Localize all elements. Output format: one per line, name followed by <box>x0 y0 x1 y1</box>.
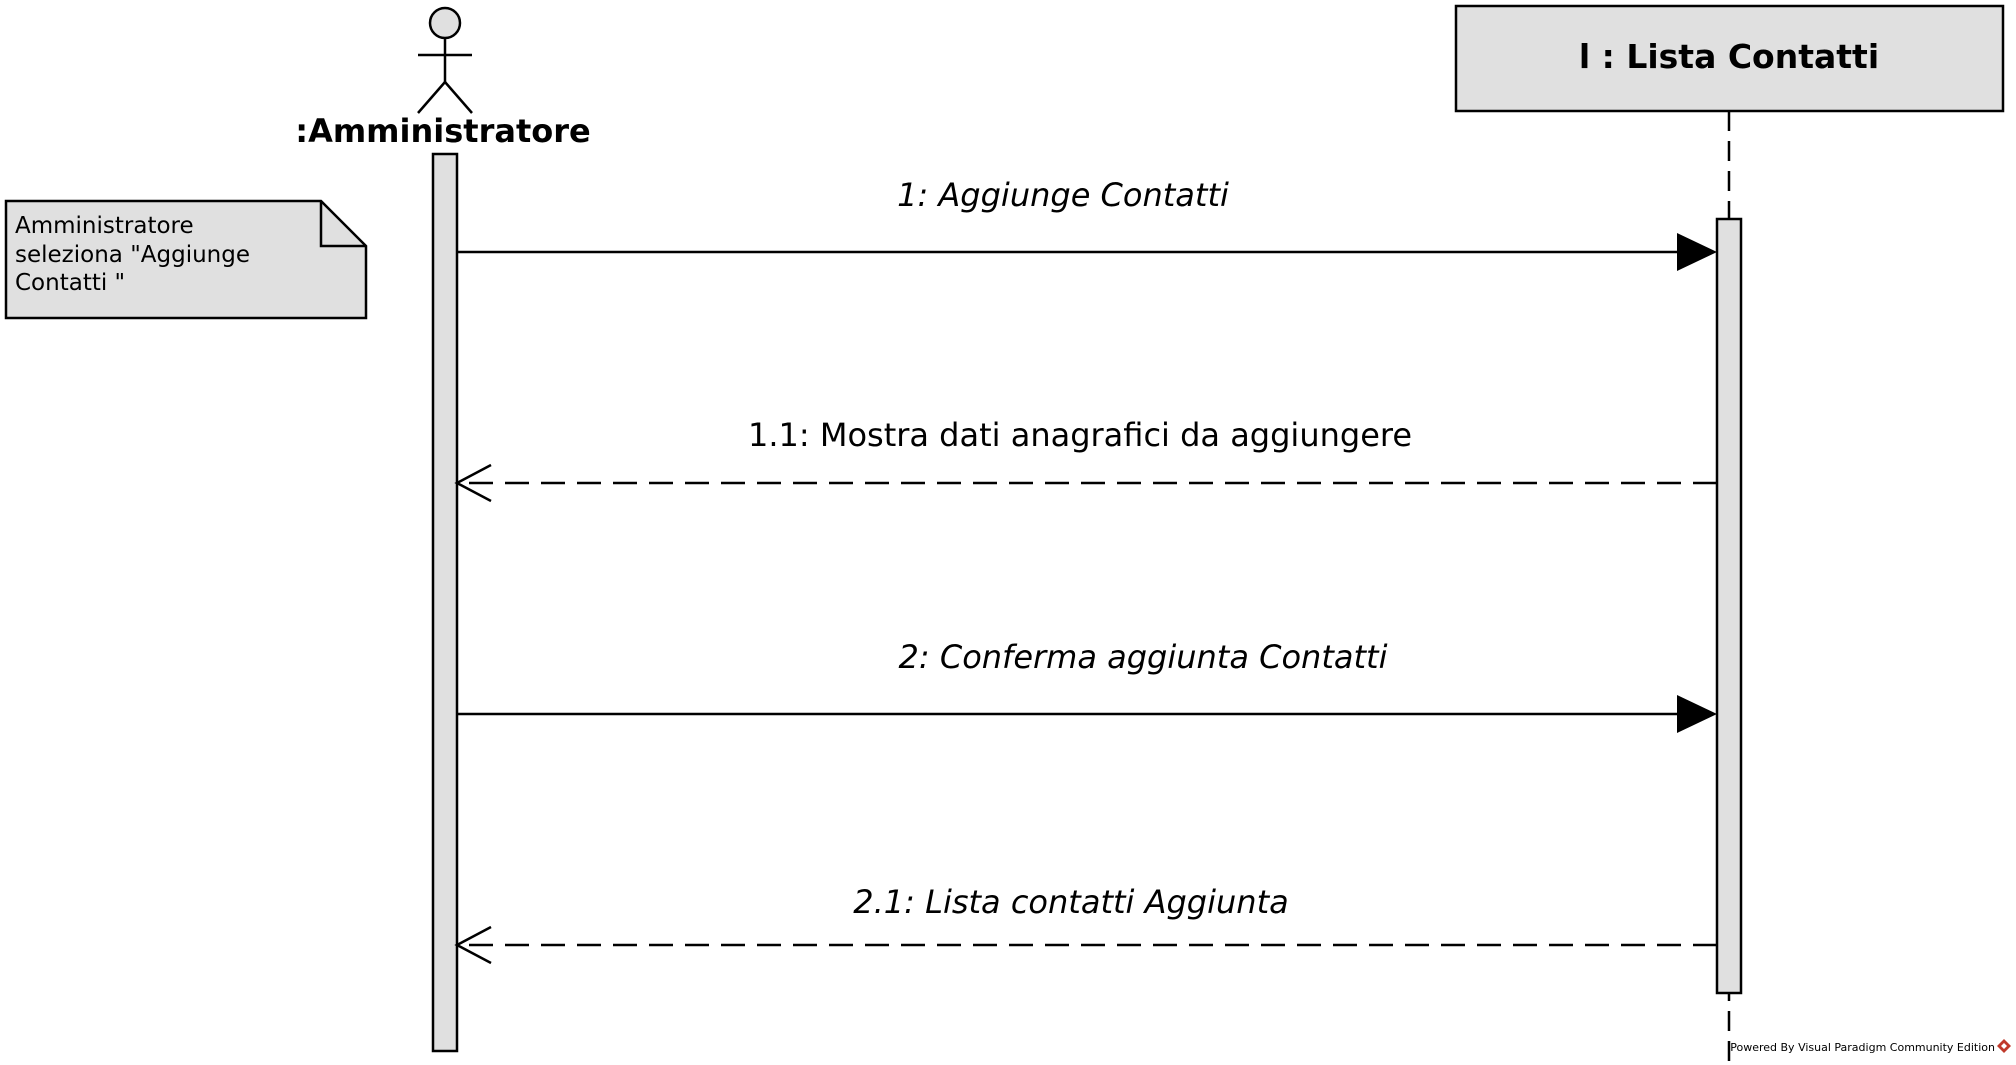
actor-activation-bar <box>431 152 459 1053</box>
actor-label: :Amministratore <box>295 112 590 150</box>
message-1-label: 1: Aggiunge Contatti <box>897 176 1229 214</box>
lifeline-head <box>1454 4 2005 113</box>
message-2-arrowhead-icon <box>1677 695 1717 733</box>
footer-text: Powered By Visual Paradigm Community Edi… <box>1730 1041 1995 1054</box>
actor-stick-figure-icon <box>417 6 473 114</box>
visual-paradigm-logo-icon <box>1997 1039 2011 1053</box>
message-1-arrowhead-icon <box>1677 233 1717 271</box>
note-line-2: seleziona "Aggiunge <box>15 242 250 268</box>
message-1-1-label: 1.1: Mostra dati anagrafici da aggiunger… <box>748 416 1412 454</box>
note-line-1: Amministratore <box>15 213 194 239</box>
message-1-1-arrowhead-icon <box>454 463 492 503</box>
note-line-3: Contatti " <box>15 270 125 296</box>
note: Amministratore seleziona "Aggiunge Conta… <box>4 199 368 320</box>
message-2-label: 2: Conferma aggiunta Contatti <box>899 638 1388 676</box>
lifeline-label: l : Lista Contatti <box>1579 37 1879 76</box>
message-2-1-arrowhead-icon <box>454 925 492 965</box>
lifeline-activation-bar <box>1715 217 1743 995</box>
message-2-1-label: 2.1: Lista contatti Aggiunta <box>853 883 1288 921</box>
